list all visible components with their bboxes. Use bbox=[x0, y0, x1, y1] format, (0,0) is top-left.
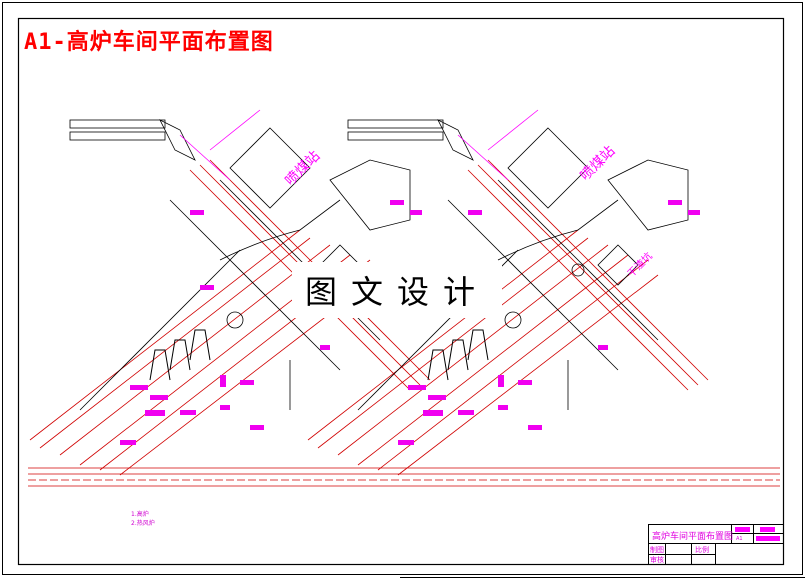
title-block bbox=[648, 524, 784, 565]
svg-text:干渣坑: 干渣坑 bbox=[624, 249, 654, 279]
checked-by-label: 审核 bbox=[650, 556, 664, 564]
watermark: 图文设计 bbox=[292, 262, 502, 318]
title-block-name: 高炉车间平面布置图 bbox=[652, 532, 734, 542]
scale-label: 比例 bbox=[695, 546, 709, 554]
legend-item: 2.热风炉 bbox=[131, 520, 155, 527]
inner-frame bbox=[17, 17, 785, 566]
drawing-title: A1-高炉车间平面布置图 bbox=[24, 30, 274, 55]
coal-station-label-left: 喷煤站 bbox=[282, 148, 323, 189]
svg-text:喷煤站: 喷煤站 bbox=[282, 148, 323, 189]
drawn-by-label: 制图 bbox=[650, 546, 664, 554]
slag-pit-label: 干渣坑 bbox=[624, 249, 654, 279]
legend: 1.高炉 2.热风炉 bbox=[131, 510, 155, 528]
rail-lines-bottom bbox=[28, 467, 780, 487]
title-block-sheet: A1 bbox=[736, 536, 743, 542]
legend-item: 1.高炉 bbox=[131, 511, 149, 518]
